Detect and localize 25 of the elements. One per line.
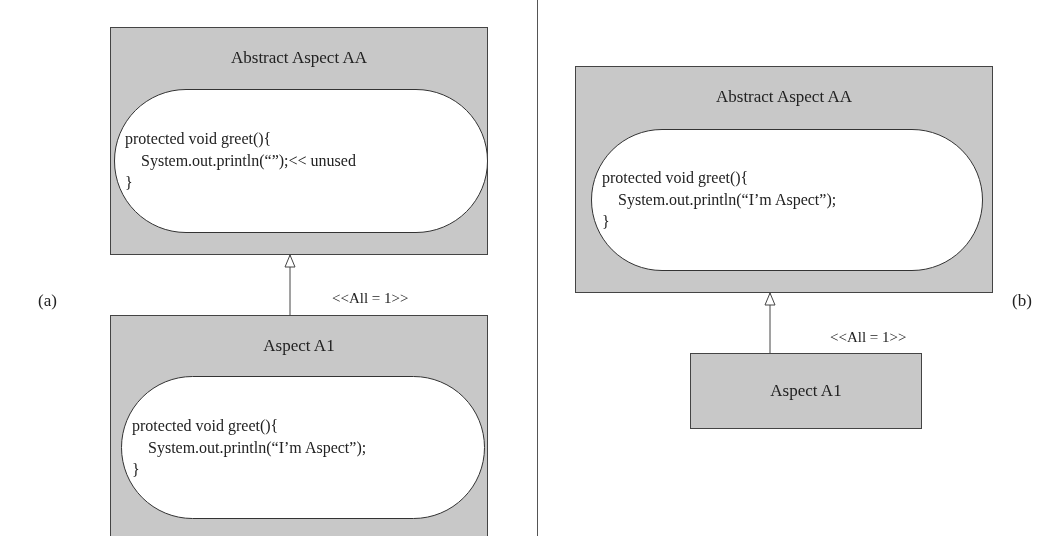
code-line: System.out.println(“”);<< unused: [140, 151, 356, 172]
aspect-title: Abstract Aspect AA: [716, 86, 852, 108]
edge-label: <<All = 1>>: [830, 328, 907, 347]
code-line: }: [125, 173, 133, 193]
inheritance-arrow: [764, 292, 776, 354]
code-line: protected void greet(){: [125, 129, 272, 150]
aspect-box: [690, 353, 922, 429]
inheritance-arrow: [284, 254, 296, 316]
code-line: }: [132, 459, 140, 480]
rounded-code-block: [121, 376, 485, 519]
rounded-code-block: [114, 89, 488, 233]
aspect-title: Aspect A1: [770, 380, 842, 403]
aspect-title: Abstract Aspect AA: [231, 47, 367, 69]
aspect-title: Aspect A1: [263, 335, 335, 357]
panel-label: (a): [38, 290, 57, 312]
aspect-box: [110, 27, 488, 255]
code-line: }: [602, 212, 610, 232]
code-line: System.out.println(“I’m Aspect”);: [147, 437, 367, 459]
panel-label: (b): [1012, 290, 1032, 312]
code-line: protected void greet(){: [132, 415, 279, 437]
edge-label: <<All = 1>>: [332, 289, 409, 308]
aspect-box: [110, 315, 488, 536]
aspect-box: [575, 66, 993, 293]
code-line: protected void greet(){: [602, 168, 749, 189]
code-line: System.out.println(“I’m Aspect”);: [617, 190, 837, 211]
